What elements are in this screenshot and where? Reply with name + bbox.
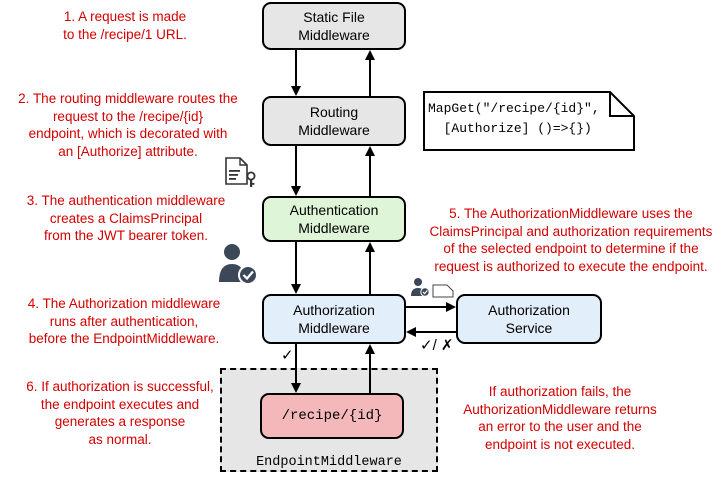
endpoint-middleware-label: EndpointMiddleware (256, 455, 402, 470)
note-step-2: 2. The routing middleware routes the req… (18, 91, 238, 159)
document-key-icon (225, 157, 256, 187)
static-file-middleware-box: Static File Middleware (262, 2, 406, 50)
endpoint-recipe-box: /recipe/{id} (260, 393, 404, 439)
note-step-6: 6. If authorization is successful, the e… (26, 379, 214, 447)
code-line-2: [Authorize] ()=>{}) (428, 121, 592, 136)
note-step-1: 1. A request is made to the /recipe/1 UR… (63, 9, 187, 42)
note-step-5: 5. The AuthorizationMiddleware uses the … (429, 206, 713, 274)
authorization-middleware-box: Authorization Middleware (262, 294, 406, 344)
note-step-7: If authorization fails, the Authorizatio… (463, 384, 657, 452)
user-check-icon (219, 244, 258, 285)
authentication-middleware-box: Authentication Middleware (262, 196, 406, 242)
note-step-3: 3. The authentication middleware creates… (26, 193, 226, 243)
routing-middleware-box: Routing Middleware (262, 96, 406, 146)
token-icon (432, 284, 454, 298)
small-user-check-icon (411, 278, 430, 297)
success-failure-mark: ✓/ ✗ (420, 337, 454, 354)
code-document-shape (423, 91, 635, 151)
success-check-mark: ✓ (281, 347, 294, 364)
note-step-4: 4. The Authorization middleware runs aft… (27, 296, 221, 346)
code-line-1: MapGet("/recipe/{id}", (428, 101, 600, 116)
authorization-service-box: Authorization Service (456, 294, 602, 344)
